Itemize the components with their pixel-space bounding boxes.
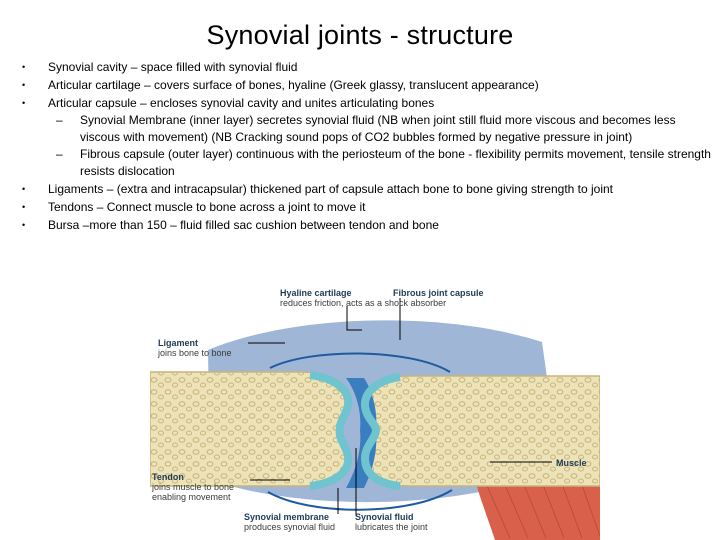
bullet-glyph: • bbox=[22, 184, 26, 194]
label-muscle: Muscle bbox=[556, 458, 587, 468]
label-title: Fibrous joint capsule bbox=[393, 288, 484, 298]
bullet-item: • Ligaments – (extra and intracapsular) t… bbox=[22, 180, 712, 198]
bullet-list: • Synovial cavity – space filled with syn… bbox=[22, 58, 712, 234]
slide-title: Synovial joints - structure bbox=[206, 20, 514, 50]
bullet-item: • Synovial cavity – space filled with syn… bbox=[22, 58, 712, 76]
joint-illustration bbox=[150, 298, 600, 540]
label-title: Ligament bbox=[158, 338, 199, 348]
subbullet-text: Fibrous capsule (outer layer) continuous… bbox=[80, 147, 711, 178]
dash-glyph: – bbox=[56, 147, 63, 161]
bullet-glyph: • bbox=[22, 80, 26, 90]
label-desc: joins muscle to bone bbox=[152, 482, 235, 492]
label-desc: lubricates the joint bbox=[355, 522, 428, 532]
left-bone-shape bbox=[150, 371, 349, 487]
bullet-text: Synovial cavity – space filled with syno… bbox=[48, 60, 298, 74]
bullet-glyph: • bbox=[22, 62, 26, 72]
bullet-text: Articular capsule – encloses synovial ca… bbox=[48, 96, 435, 110]
left-cartilage-shape bbox=[309, 371, 353, 490]
label-desc: joins bone to bone bbox=[158, 348, 232, 358]
label-title: Muscle bbox=[556, 458, 587, 468]
label-title: Synovial membrane bbox=[244, 512, 330, 522]
dash-glyph: – bbox=[56, 113, 63, 127]
label-desc: reduces friction, acts as a shock absorb… bbox=[280, 298, 447, 308]
label-fibrous-capsule: Fibrous joint capsule bbox=[393, 288, 484, 298]
synovial-membrane-upper bbox=[269, 352, 451, 373]
bullet-text: Tendons – Connect muscle to bone across … bbox=[48, 200, 366, 214]
label-synovial-fluid: Synovial fluid lubricates the joint bbox=[355, 512, 428, 532]
right-bone-shape bbox=[363, 375, 600, 487]
label-hyaline-cartilage: Hyaline cartilage reduces friction, acts… bbox=[280, 288, 446, 308]
leader-lines bbox=[248, 298, 552, 516]
leader-hyaline bbox=[346, 306, 362, 331]
bullet-text: Ligaments – (extra and intracapsular) th… bbox=[48, 182, 614, 196]
label-desc: produces synovial fluid bbox=[244, 522, 336, 532]
label-title: Synovial fluid bbox=[355, 512, 414, 522]
bullet-glyph: • bbox=[22, 220, 26, 230]
bullet-item: • Tendons – Connect muscle to bone across… bbox=[22, 198, 712, 216]
synovial-membrane-lower bbox=[267, 489, 453, 511]
label-ligament: Ligament joins bone to bone bbox=[158, 338, 232, 358]
bullet-glyph: • bbox=[22, 98, 26, 108]
bullet-glyph: • bbox=[22, 202, 26, 212]
bullet-item: • Bursa –more than 150 – fluid filled sac… bbox=[22, 216, 712, 234]
label-title: Hyaline cartilage bbox=[280, 288, 352, 298]
subbullet-item: – Synovial Membrane (inner layer) secrete… bbox=[22, 112, 712, 146]
label-tendon: Tendon joins muscle to bone enabling mov… bbox=[152, 472, 234, 502]
subbullet-item: – Fibrous capsule (outer layer) continuou… bbox=[22, 146, 712, 180]
bullet-item: • Articular capsule – encloses synovial c… bbox=[22, 94, 712, 112]
synovial-joint-diagram: Hyaline cartilage reduces friction, acts… bbox=[150, 280, 600, 540]
bullet-text: Articular cartilage – covers surface of … bbox=[48, 78, 539, 92]
label-synovial-membrane: Synovial membrane produces synovial flui… bbox=[244, 512, 335, 532]
bullet-item: • Articular cartilage – covers surface of… bbox=[22, 76, 712, 94]
label-desc: enabling movement bbox=[152, 492, 231, 502]
bullet-text: Bursa –more than 150 – fluid filled sac … bbox=[48, 218, 439, 232]
right-cartilage-shape bbox=[360, 373, 401, 490]
label-title: Tendon bbox=[152, 472, 184, 482]
subbullet-text: Synovial Membrane (inner layer) secretes… bbox=[80, 113, 676, 144]
